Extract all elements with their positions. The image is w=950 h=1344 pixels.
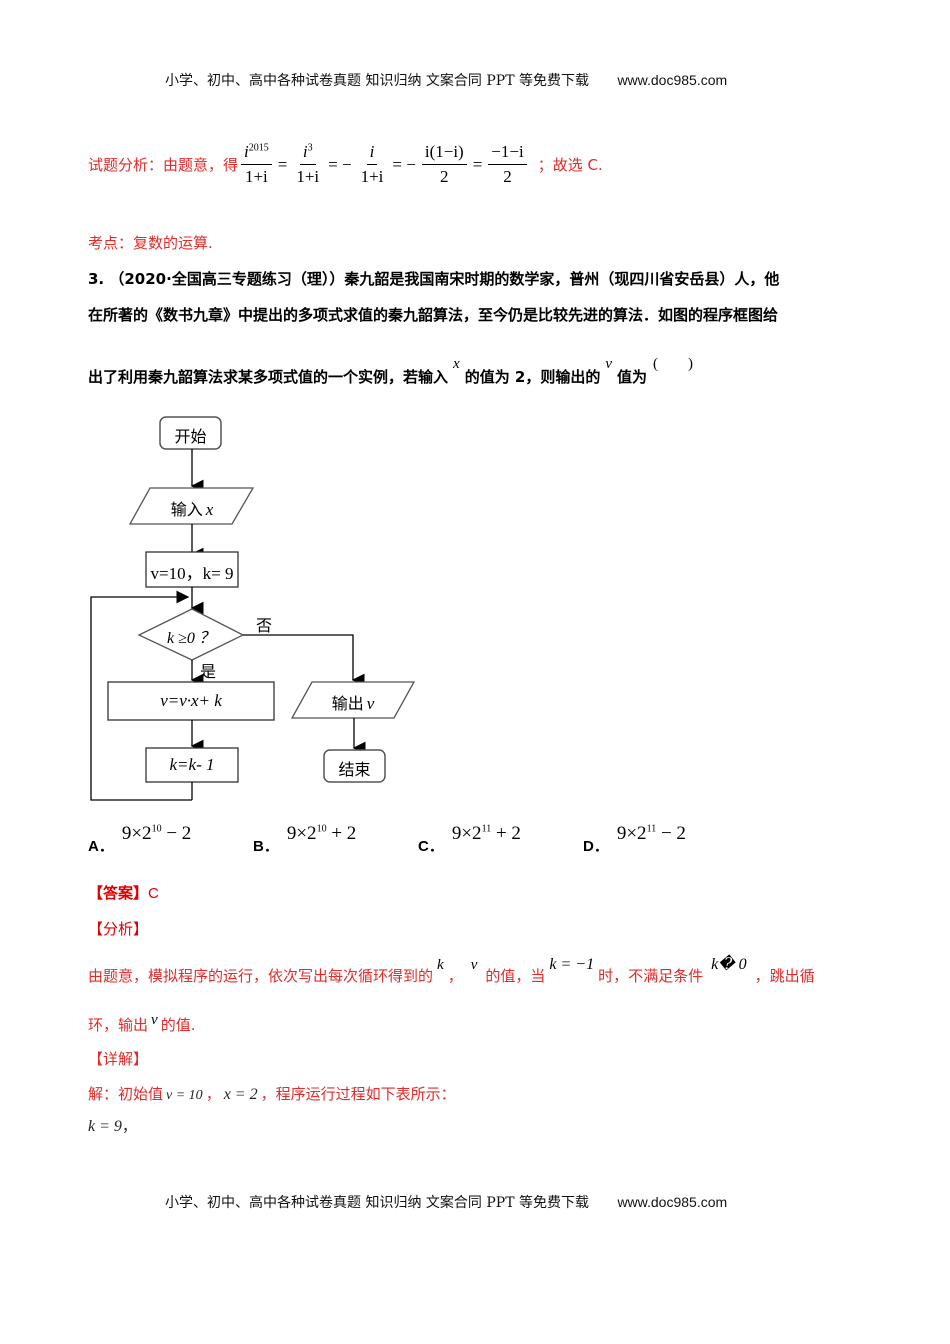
option-d[interactable]: D．9×211 − 2 — [583, 823, 686, 855]
detail-label: 【详解】 — [88, 1050, 149, 1068]
question-line-3: 出了利用秦九韶算法求某多项式值的一个实例，若输入x的值为 2，则输出的v值为( … — [88, 356, 694, 386]
var-v: v — [605, 356, 613, 372]
flowchart-start: 开始 — [174, 427, 207, 446]
question-line-2: 在所著的《数书九章》中提出的多项式求值的秦九韶算法，至今仍是比较先进的算法．如图… — [88, 306, 779, 324]
header-text: 小学、初中、高中各种试卷真题 知识归纳 文案合同 PPT 等免费下载 — [165, 73, 589, 89]
answer-line: 【答案】C — [88, 882, 159, 903]
complex-equation: i2015 1+i = i3 1+i = − i 1+i = − i(1−i) … — [238, 142, 530, 187]
detail-line-2: k = 9， — [88, 1117, 137, 1135]
answer-options: A．9×210 − 2 B．9×210 + 2 C．9×211 + 2 D．9×… — [88, 823, 708, 865]
flowchart-condition: k ≥0 ？ — [167, 630, 215, 647]
option-a[interactable]: A．9×210 − 2 — [88, 823, 192, 855]
flowchart-init: v=10，k= 9 — [150, 564, 234, 583]
footer-url[interactable]: www.doc985.com — [617, 1194, 728, 1210]
flowchart-end: 结束 — [338, 760, 371, 779]
analysis-label: 试题分析：由题意，得 — [88, 156, 239, 174]
header-url[interactable]: www.doc985.com — [617, 72, 728, 88]
answer-blank: ( ) — [653, 356, 694, 372]
flowchart-step-update-v: v=v·x+ k — [160, 691, 222, 710]
flowchart-step-decrement-k: k=k- 1 — [169, 755, 215, 774]
analysis-line-1: 由题意，模拟程序的运行，依次写出每次循环得到的k，v的值，当k = −1时，不满… — [88, 956, 815, 985]
footer-text: 小学、初中、高中各种试卷真题 知识归纳 文案合同 PPT 等免费下载 — [165, 1195, 589, 1211]
question-line-1: 3. （2020·全国高三专题练习（理））秦九韶是我国南宋时期的数学家，普州（现… — [88, 270, 780, 288]
analysis-label: 【分析】 — [88, 920, 149, 938]
option-c[interactable]: C．9×211 + 2 — [418, 823, 521, 855]
fraction-1: i2015 1+i — [241, 142, 272, 187]
key-point: 考点：复数的运算. — [88, 234, 213, 252]
flowchart-yes-label: 是 — [200, 662, 217, 681]
prev-solution-analysis: 试题分析：由题意，得 i2015 1+i = i3 1+i = − i 1+i … — [88, 142, 603, 187]
answer-value: C — [148, 885, 159, 902]
var-x: x — [453, 356, 460, 372]
fraction-5: −1−i 2 — [488, 142, 527, 187]
page-footer: 小学、初中、高中各种试卷真题 知识归纳 文案合同 PPT 等免费下载 www.d… — [165, 1192, 727, 1212]
fraction-2: i3 1+i — [296, 142, 320, 186]
question-number: 3. — [88, 270, 105, 288]
flowchart-no-label: 否 — [256, 616, 273, 635]
conclusion: ；故选 C. — [537, 156, 603, 174]
fraction-3: i 1+i — [360, 142, 384, 186]
flowchart-lines — [90, 416, 416, 801]
question-source: （2020·全国高三专题练习（理）） — [109, 270, 345, 288]
option-b[interactable]: B．9×210 + 2 — [253, 823, 357, 855]
fraction-4: i(1−i) 2 — [421, 142, 467, 187]
page-header: 小学、初中、高中各种试卷真题 知识归纳 文案合同 PPT 等免费下载 www.d… — [165, 70, 727, 90]
answer-label: 【答案】 — [88, 884, 149, 902]
